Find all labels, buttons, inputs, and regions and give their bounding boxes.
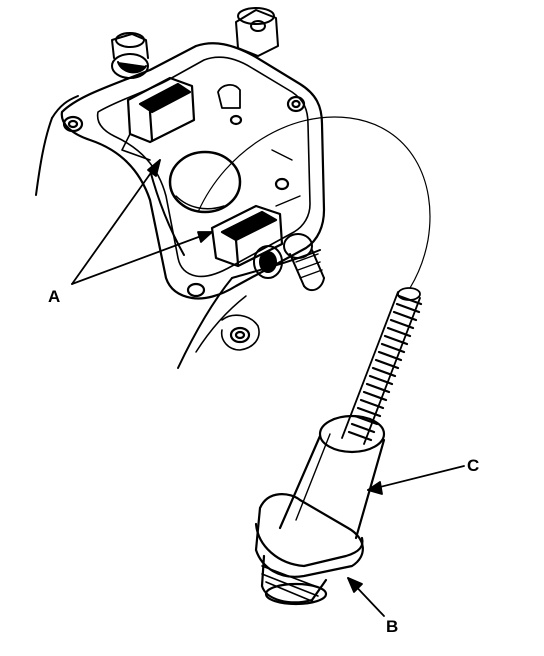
terminal-stud-top-left [112, 33, 148, 78]
arrowhead-a1 [148, 160, 160, 176]
threaded-rod [342, 288, 421, 444]
brush-lower [212, 206, 282, 266]
arrowhead-b [348, 578, 362, 592]
arrowhead-a2 [198, 232, 212, 242]
motor-housing [36, 96, 320, 368]
spring-wire [198, 117, 430, 288]
leader-c [368, 466, 464, 490]
leader-lines [72, 160, 464, 616]
terminal-stud-top-right [236, 8, 278, 56]
leader-a2 [72, 232, 212, 284]
callout-label-b: B [386, 617, 399, 636]
arrowhead-c [368, 482, 382, 494]
leader-a1 [72, 160, 160, 284]
terminal-stud-right [254, 234, 324, 290]
callout-label-c: C [467, 456, 480, 475]
callout-label-a: A [48, 287, 61, 306]
brush-holder-plate [62, 43, 324, 350]
tool-collar [256, 494, 363, 604]
brush-upper [122, 78, 194, 160]
